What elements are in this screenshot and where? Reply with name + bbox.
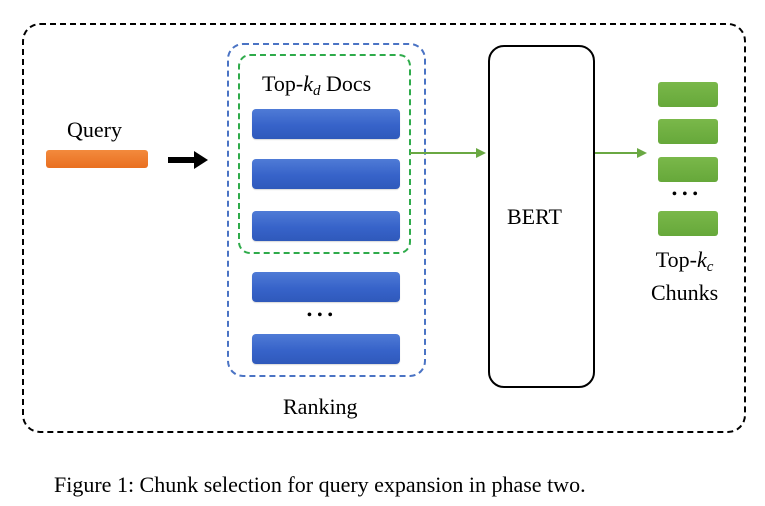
doc-bar-4: [252, 272, 400, 302]
figure-frame: [22, 23, 746, 433]
figure-caption: Figure 1: Chunk selection for query expa…: [54, 472, 586, 497]
topkc-chunks-label: Top-kc Chunks: [651, 247, 719, 305]
doc-bar-3: [252, 211, 400, 241]
chunk-bar-1: [658, 82, 718, 107]
query-bar: [46, 150, 148, 168]
bert-label: BERT: [507, 204, 562, 229]
docs-to-bert-arrow: [410, 148, 486, 158]
chunk-bar-2: [658, 119, 718, 144]
chunk-bar-3: [658, 157, 718, 182]
ranking-box: [227, 43, 426, 377]
doc-bar-2: [252, 159, 400, 189]
query-label: Query: [67, 117, 122, 142]
doc-bar-5: [252, 334, 400, 364]
chunk-bar-4: [658, 211, 718, 236]
topkd-docs-label: Top-kd Docs: [262, 71, 372, 99]
chunks-ellipsis: • • •: [672, 187, 699, 202]
docs-ellipsis: • • •: [307, 308, 334, 323]
doc-bar-1: [252, 109, 400, 139]
ranking-label: Ranking: [283, 394, 358, 419]
bert-to-chunks-arrow: [595, 148, 647, 158]
query-to-ranking-arrow: [168, 151, 208, 169]
bert-box: [488, 45, 595, 388]
